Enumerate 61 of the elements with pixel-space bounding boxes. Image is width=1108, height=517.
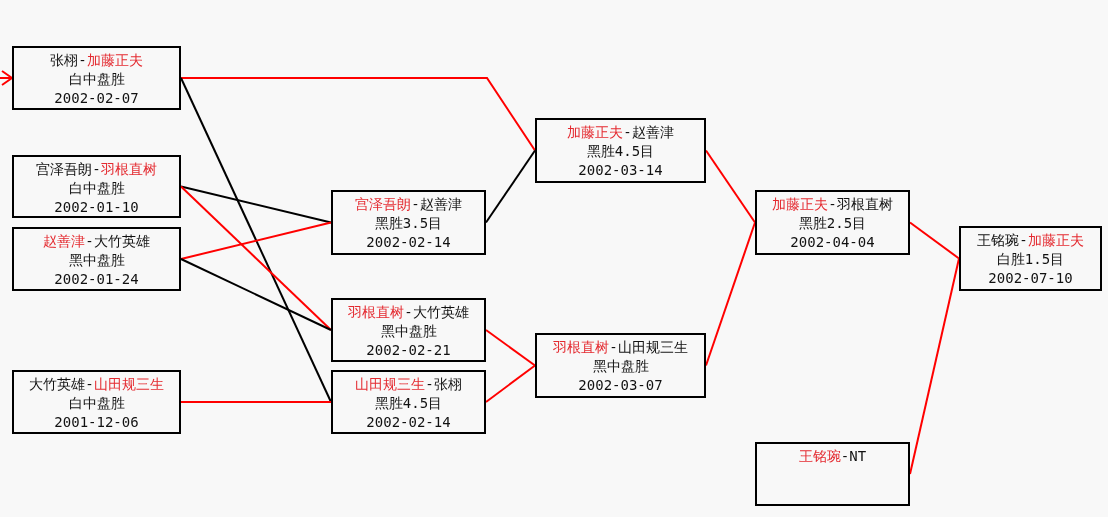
match-date: 2002-01-24 (54, 270, 139, 289)
match-box (535, 118, 706, 183)
match-result: 黑中盘胜 (68, 251, 125, 270)
match-date: 2002-02-21 (366, 341, 451, 360)
match-date: 2002-04-04 (790, 233, 875, 252)
match-players: 加藤正夫-羽根直树 (772, 195, 893, 214)
match-box (12, 155, 181, 218)
match-box (331, 298, 486, 362)
match-players: 王铭琬-加藤正夫 (977, 231, 1084, 250)
match-date: 2002-02-07 (54, 89, 139, 108)
match-players: 加藤正夫-赵善津 (567, 123, 674, 142)
match-result: 白中盘胜 (68, 179, 125, 198)
match-box (959, 226, 1102, 291)
connector-line (180, 221, 332, 260)
match-result: 黑中盘胜 (592, 357, 649, 376)
match-date: 2002-07-10 (988, 269, 1073, 288)
match-box (535, 333, 706, 398)
match-result: 黑胜4.5目 (374, 394, 443, 413)
match-result: 白中盘胜 (68, 394, 125, 413)
connector-line (180, 258, 332, 331)
match-result: 白中盘胜 (68, 70, 125, 89)
connector-line (180, 185, 332, 331)
match-result: 白胜1.5目 (996, 250, 1065, 269)
connector-line (705, 221, 756, 367)
match-box (12, 46, 181, 110)
match-result: 黑中盘胜 (380, 322, 437, 341)
match-players: 大竹英雄-山田规三生 (29, 375, 164, 394)
connector-line (485, 149, 536, 224)
match-box (331, 370, 486, 434)
arrow (0, 70, 13, 86)
match-result: 黑胜3.5目 (374, 214, 443, 233)
match-box (755, 190, 910, 255)
match-result: 黑胜4.5目 (586, 142, 655, 161)
match-players: 宫泽吾朗-赵善津 (355, 195, 462, 214)
match-players: 赵善津-大竹英雄 (43, 232, 150, 251)
match-date: 2002-02-14 (366, 233, 451, 252)
match-box (12, 227, 181, 291)
connector-line (180, 77, 332, 403)
match-players: 张栩-加藤正夫 (50, 51, 143, 70)
match-players: 宫泽吾朗-羽根直树 (36, 160, 157, 179)
match-players: 山田规三生-张栩 (355, 375, 462, 394)
connector-line (180, 401, 332, 403)
connector-line (180, 185, 332, 224)
connector-line (485, 364, 536, 403)
match-date: 2002-02-14 (366, 413, 451, 432)
match-box (331, 190, 486, 255)
match-date: 2002-03-07 (578, 376, 663, 395)
connector-line (485, 329, 536, 367)
match-box (12, 370, 181, 434)
match-box (755, 442, 910, 506)
connector-line (705, 149, 756, 224)
match-result: 黑胜2.5目 (798, 214, 867, 233)
connector-line (180, 77, 536, 152)
match-players: 羽根直树-山田规三生 (553, 338, 688, 357)
match-players: 羽根直树-大竹英雄 (348, 303, 469, 322)
connector-line (909, 221, 960, 260)
match-date: 2002-01-10 (54, 198, 139, 217)
match-date: 2001-12-06 (54, 413, 139, 432)
connector-line (909, 257, 960, 475)
match-date: 2002-03-14 (578, 161, 663, 180)
match-players: 王铭琬-NT (798, 447, 867, 466)
